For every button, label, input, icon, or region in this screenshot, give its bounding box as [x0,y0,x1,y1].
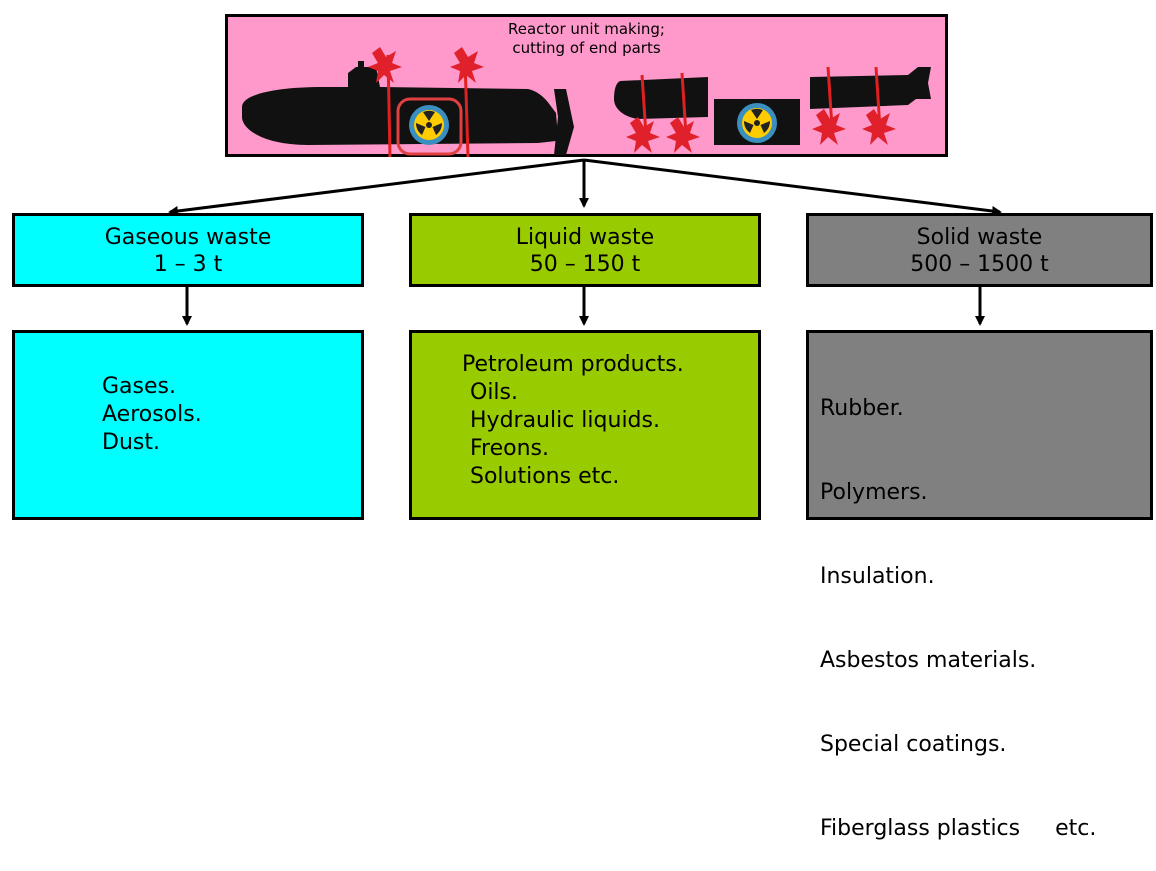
list-item: Solutions etc. [470,464,620,489]
list-item: Rubber. [820,396,904,421]
gaseous-waste-box: Gaseous waste 1 – 3 t [12,213,364,287]
connector-arrows [168,158,1002,326]
cutting-sparks [368,47,896,153]
reactor-marker-frame [396,97,463,156]
liquid-waste-box: Liquid waste 50 – 150 t [409,213,761,287]
list-item: Polymers. [820,480,928,505]
arrow-to-gaseous [168,158,585,216]
category-name: Solid waste [916,225,1043,250]
list-item: Insulation. [820,564,935,589]
list-item: Fiberglass plastics etc. [820,816,1097,841]
list-item: Hydraulic liquids. [470,408,660,433]
radiation-icon [409,105,449,145]
stern-section [810,67,931,109]
list-item: Oils. [470,380,518,405]
list-item: Special coatings. [820,732,1007,757]
list-item: Aerosols. [102,402,202,427]
panel-title-line2: cutting of end parts [512,39,661,57]
gaseous-items-box: Gases. Aerosols. Dust. [12,330,364,520]
category-mass: 50 – 150 t [529,252,641,277]
list-item: Dust. [102,430,160,455]
radiation-icon [737,103,777,143]
list-item: Gases. [102,374,176,399]
solid-items-box: Rubber. Polymers. Insulation. Asbestos m… [806,330,1153,841]
solid-waste-box: Solid waste 500 – 1500 t [806,213,1153,287]
submarine-hull [242,61,574,155]
panel-title-line1: Reactor unit making; [508,20,665,38]
list-item: Petroleum products. [462,352,684,377]
liquid-items-box: Petroleum products. Oils. Hydraulic liqu… [409,330,761,520]
arrow-to-solid [583,158,1002,216]
category-mass: 1 – 3 t [153,252,223,277]
category-mass: 500 – 1500 t [910,252,1049,277]
list-item: Freons. [470,436,550,461]
reactor-cutting-panel: Reactor unit making; cutting of end part… [225,14,948,158]
bow-section [614,77,708,119]
category-name: Liquid waste [515,225,655,250]
submarine-illustration [242,47,931,158]
list-item: Asbestos materials. [820,648,1037,673]
category-name: Gaseous waste [104,225,272,250]
